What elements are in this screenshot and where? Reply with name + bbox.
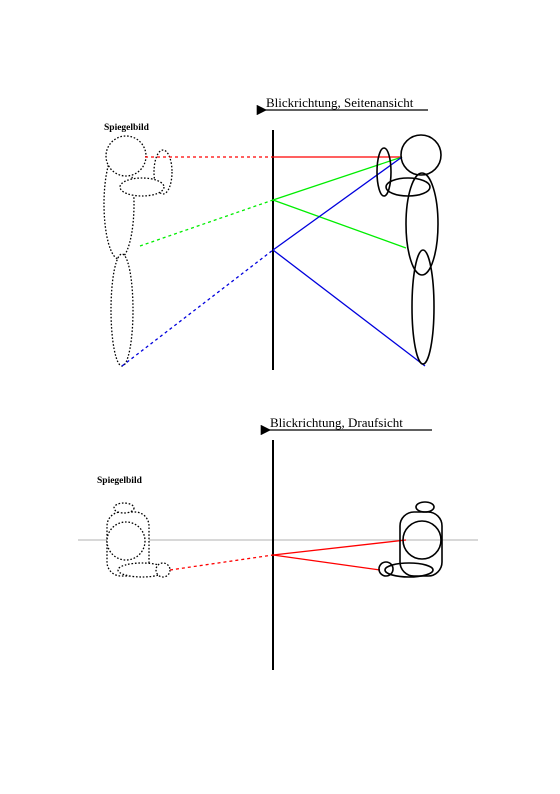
side-view-mirror-label: Spiegelbild bbox=[104, 123, 150, 133]
side-view-waist-ray-reflected bbox=[139, 199, 274, 247]
side-view-waist-ray-incoming bbox=[272, 199, 407, 249]
top-view-ray-reflected bbox=[169, 554, 274, 571]
side-view-caption: Blickrichtung, Seitenansicht bbox=[266, 95, 414, 110]
side-view-waist-ray-to-eye bbox=[272, 156, 403, 201]
top-view-ray-from-hand bbox=[272, 554, 381, 571]
top-view-mirror-label: Spiegelbild bbox=[97, 476, 143, 486]
side-view-panel: Blickrichtung, Seitenansicht Spiegelbild bbox=[103, 95, 442, 370]
side-view-feet-ray-incoming bbox=[272, 249, 426, 367]
side-view-mirror-image-figure bbox=[103, 135, 173, 367]
top-view-mirror-image-figure bbox=[106, 502, 171, 578]
side-view-feet-ray-reflected bbox=[121, 249, 274, 367]
top-view-ray-to-eye bbox=[272, 539, 407, 556]
side-view-feet-ray-to-eye bbox=[272, 156, 403, 251]
top-view-observer-figure bbox=[378, 501, 443, 578]
side-view-observer-figure bbox=[376, 134, 442, 365]
top-view-panel: Blickrichtung, Draufsicht Spiegelbild bbox=[78, 415, 478, 670]
top-view-caption: Blickrichtung, Draufsicht bbox=[270, 415, 403, 430]
